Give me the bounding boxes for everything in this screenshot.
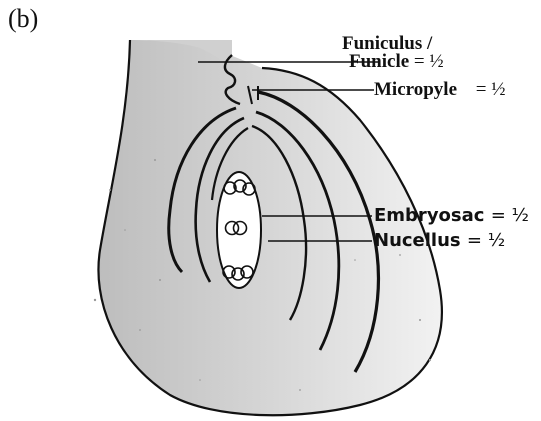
micropyle-label: Micropyle = ½	[374, 80, 505, 99]
nucellus-mark: = ½	[467, 230, 505, 251]
funicle-mark: = ½	[414, 51, 444, 72]
nucellus-label: Nucellus = ½	[374, 232, 505, 250]
funicle-label: Funicle = ½	[349, 52, 444, 71]
funicle-name: Funicle	[349, 51, 409, 72]
micropyle-mark: = ½	[476, 79, 506, 100]
micropyle-name: Micropyle	[374, 79, 457, 100]
embryosac-label: Embryosac = ½	[374, 207, 529, 225]
embryosac-name: Embryosac	[374, 205, 484, 226]
embryosac-mark: = ½	[491, 205, 529, 226]
figure-label: (b)	[8, 6, 38, 32]
nucellus-name: Nucellus	[374, 230, 461, 251]
